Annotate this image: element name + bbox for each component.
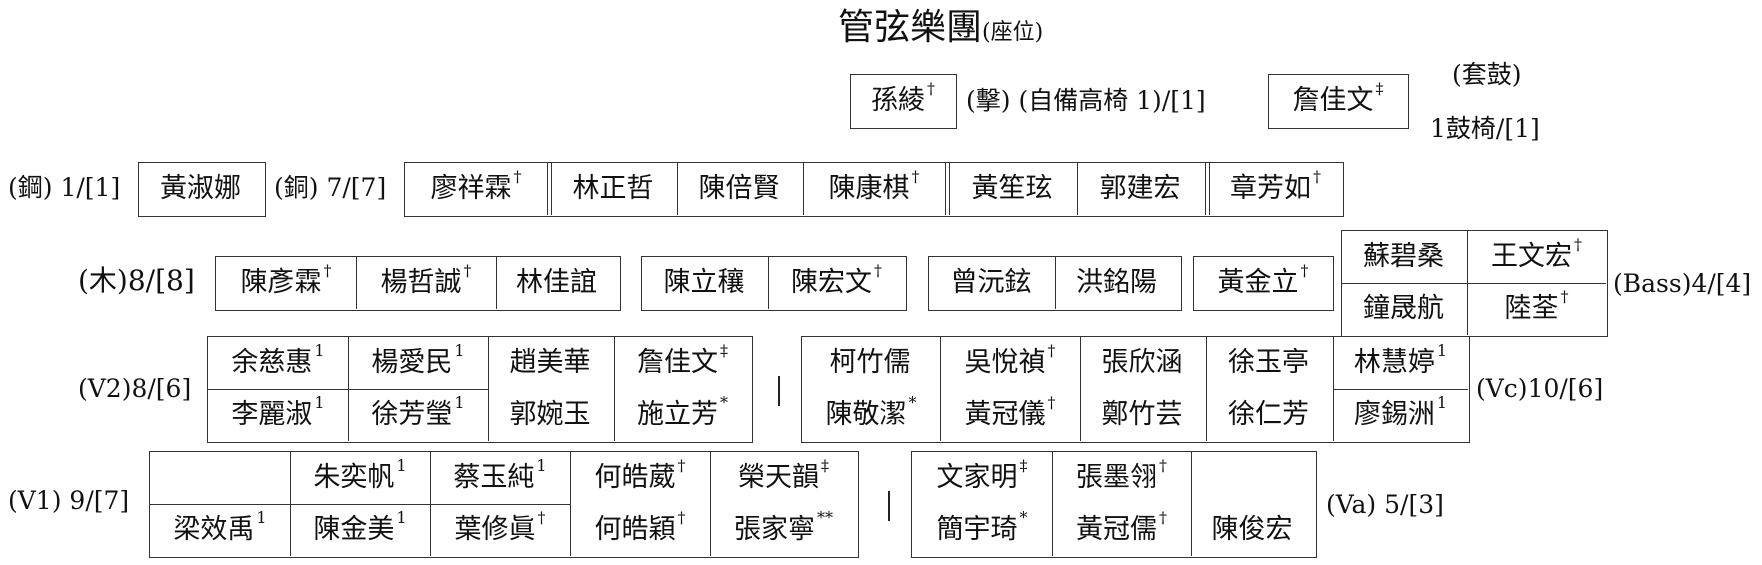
v2-label: (V2)8/[6] (78, 374, 192, 403)
seat-vc-4: 徐玉亭 (1228, 347, 1309, 378)
seat-brass-1: 廖祥霖† (430, 167, 522, 204)
seat-bass-2: 王文宏† (1491, 235, 1582, 272)
seat-vc-1: 柯竹儒 (829, 347, 911, 378)
seat-perc: 孫綾† (871, 79, 935, 116)
piano-box: 黃淑娜 (138, 162, 266, 217)
seat-v1-4: 榮天韻‡ (738, 456, 829, 493)
brass-label: (銅) 7/[7] (274, 173, 387, 202)
drum-label-top: (套鼓) (1452, 60, 1522, 89)
seat-va-5: 陳俊宏 (1211, 514, 1293, 545)
seat-brass-4: 陳康棋† (828, 167, 920, 204)
section-divider-2 (888, 491, 890, 521)
seat-v1-empty (150, 452, 290, 504)
seat-bass-4: 陸荃† (1504, 287, 1569, 324)
percussion-label: (擊) (自備高椅 1)/[1] (966, 86, 1206, 115)
page-title: 管弦樂團(座位) (838, 8, 1043, 53)
seat-brass-6: 郭建宏 (1099, 173, 1181, 204)
seat-v1-7: 葉修眞† (454, 508, 546, 545)
seat-va-3: 簡宇琦* (936, 508, 1028, 545)
seat-ww-1: 陳彥霖† (240, 261, 332, 298)
seat-ww-7: 洪銘陽 (1076, 267, 1157, 298)
seat-piano: 黃淑娜 (160, 173, 241, 204)
brass-box: 廖祥霖† 林正哲 陳倍賢 陳康棋† 黃笙玹 郭建宏 章芳如† (404, 162, 1344, 217)
seat-drum: 詹佳文‡ (1292, 79, 1384, 116)
seat-va-2: 張墨翎† (1076, 456, 1167, 493)
seat-vc-3: 張欣涵 (1101, 347, 1183, 378)
seat-v1-9: 張家寧** (734, 508, 833, 545)
seat-ww-8: 黃金立† (1217, 261, 1309, 298)
seat-v1-3: 何皓葳† (594, 456, 686, 493)
bass-box: 蘇碧桑 王文宏† 鐘晟航 陸荃† (1341, 230, 1608, 337)
seat-ww-6: 曾沅鉉 (950, 267, 1032, 298)
seat-bass-3: 鐘晟航 (1363, 293, 1444, 324)
seat-brass-3: 陳倍賢 (698, 173, 780, 204)
seat-bass-1: 蘇碧桑 (1363, 241, 1444, 272)
section-divider (778, 376, 780, 406)
seat-brass-2: 林正哲 (572, 173, 654, 204)
title-main: 管弦樂團 (838, 7, 983, 48)
seat-brass-7: 章芳如† (1230, 167, 1321, 204)
v1-label: (V1) 9/[7] (8, 486, 130, 515)
piano-label: (鋼) 1/[1] (8, 173, 121, 202)
drum-box: 詹佳文‡ (1268, 74, 1409, 129)
woodwind-box-3: 曾沅鉉 洪銘陽 (928, 256, 1182, 311)
seat-ww-2: 楊哲誠† (380, 261, 472, 298)
woodwind-box-2: 陳立穰 陳宏文† (641, 256, 907, 311)
seat-va-1: 文家明‡ (936, 456, 1028, 493)
woodwind-box-4: 黃金立† (1193, 256, 1334, 311)
va-box: 文家明‡ 張墨翎† 簡宇琦* 黃冠儒† 陳俊宏 (911, 451, 1317, 558)
seat-vc-2: 吳悅禎† (964, 341, 1056, 378)
seat-vc-8: 鄭竹芸 (1101, 399, 1183, 430)
seat-v2-8: 施立芳* (637, 393, 728, 430)
percussion-box: 孫綾† (850, 74, 957, 129)
va-label: (Va) 5/[3] (1326, 490, 1444, 519)
woodwind-box-1: 陳彥霖† 楊哲誠† 林佳誼 (215, 256, 621, 311)
seat-ww-4: 陳立穰 (663, 267, 745, 298)
seat-v1-8: 何皓穎† (594, 508, 686, 545)
seat-ww-3: 林佳誼 (516, 267, 597, 298)
seat-va-4: 黃冠儒† (1076, 508, 1167, 545)
bass-label: (Bass)4/[4] (1613, 269, 1752, 298)
seat-v2-4: 詹佳文‡ (637, 341, 728, 378)
seat-v2-3: 趙美華 (509, 347, 591, 378)
seat-vc-7: 黃冠儀† (964, 393, 1056, 430)
vc-label: (Vc)10/[6] (1476, 374, 1604, 403)
seat-v2-7: 郭婉玉 (509, 399, 591, 430)
seat-vc-9: 徐仁芳 (1228, 399, 1309, 430)
seat-ww-5: 陳宏文† (791, 261, 882, 298)
drum-label-bottom: 1鼓椅/[1] (1430, 114, 1540, 143)
woodwind-label: (木)8/[8] (78, 264, 195, 297)
title-sub: (座位) (982, 20, 1044, 45)
seat-brass-5: 黃笙玹 (971, 173, 1053, 204)
seat-vc-6: 陳敬潔* (825, 393, 917, 430)
